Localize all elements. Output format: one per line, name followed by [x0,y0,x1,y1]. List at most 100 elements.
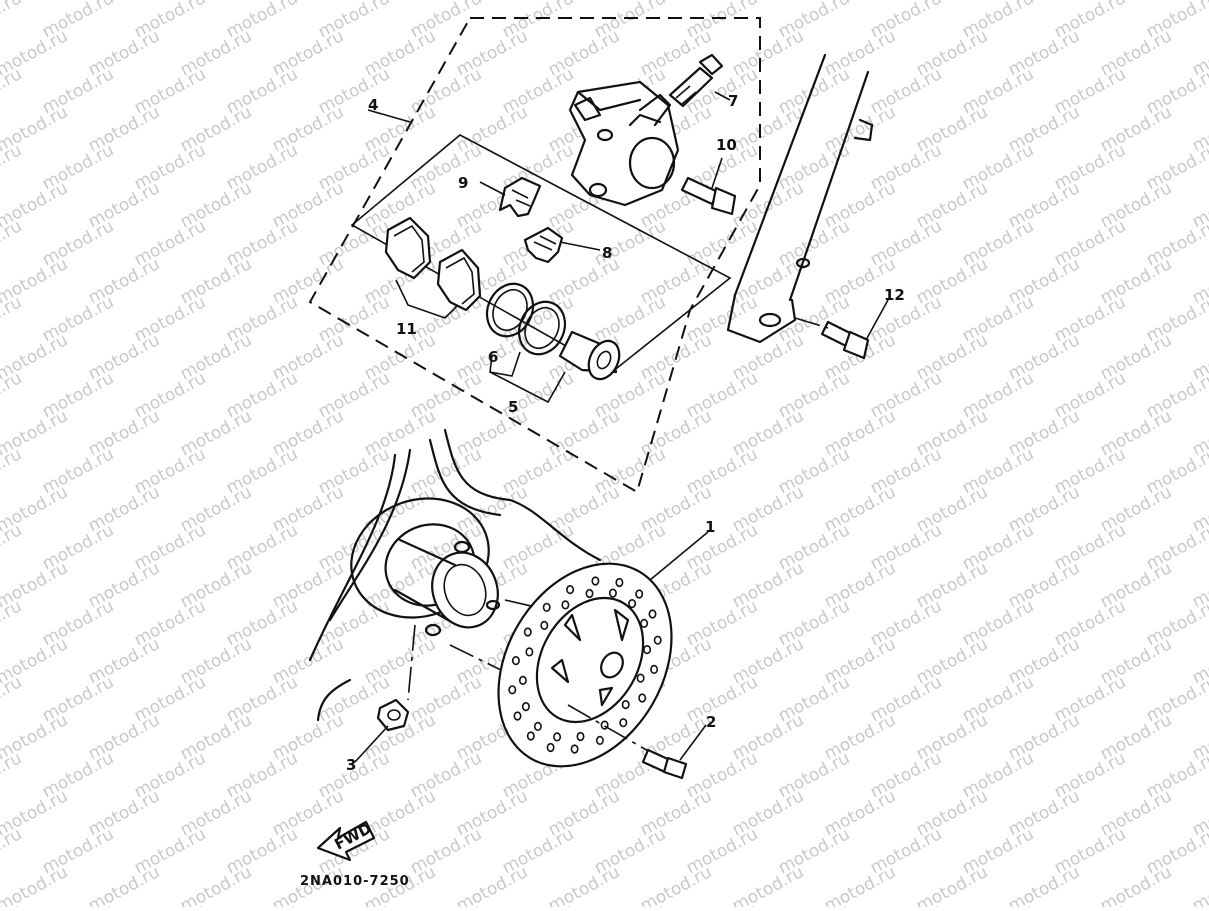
caliper-piston [558,330,621,381]
watermark-text: motod.ru [499,900,577,907]
watermark-text: motod.ru [591,900,669,907]
watermark-text: motod.ru [1189,862,1209,907]
disc-hole [511,655,520,666]
watermark-text: motod.ru [0,368,25,422]
watermark-text: motod.ru [407,900,485,907]
disc-hole [533,721,542,732]
disc-holes [508,576,662,754]
disc-hole [542,602,551,612]
disc-hole [621,699,630,710]
disc-hole [643,644,652,655]
watermark-text: motod.ru [683,900,761,907]
wheel-hub [308,428,602,722]
disc-hole [648,609,657,619]
watermark-text: motod.ru [0,862,71,907]
callout-9: 9 [458,174,468,192]
watermark-text: motod.ru [0,520,25,574]
watermark-text: motod.ru [0,596,25,650]
bleeder-screw [668,53,724,108]
disc-hole [591,576,600,586]
disc-hole [566,584,575,595]
watermark-text: motod.ru [131,900,209,907]
caliper-bolt [680,176,737,216]
watermark-text: motod.ru [177,862,255,907]
watermark-text: motod.ru [545,862,623,907]
watermark-text: motod.ru [0,216,25,270]
leader-lines [354,91,889,763]
callout-5: 5 [508,398,518,416]
watermark-text: motod.ru [315,900,393,907]
hub-nut [376,698,410,732]
disc-hole [615,577,624,588]
watermark-text: motod.ru [0,292,25,346]
watermark-text: motod.ru [1051,900,1129,907]
disc-hole [628,598,637,609]
watermark-text: motod.ru [1097,862,1175,907]
disc-hole [608,588,617,598]
watermark-text: motod.ru [867,900,945,907]
disc-hole [653,635,662,645]
disc-hole [508,685,517,695]
disc-hole [636,673,645,683]
disc-hole [526,731,535,741]
watermark-text: motod.ru [637,862,715,907]
disc-hole [518,675,527,686]
brake-caliper-body [568,80,680,207]
disc-hole [513,711,522,721]
watermark-text: motod.ru [821,862,899,907]
watermark-text: motod.ru [0,0,25,42]
disc-hole [525,647,534,657]
disc-hole [521,701,530,712]
watermark-text: motod.ru [453,862,531,907]
disc-hole [570,744,579,754]
watermark-text: motod.ru [1189,0,1209,4]
disc-hole [635,589,644,599]
callout-1: 1 [705,518,715,536]
callout-7: 7 [728,92,738,110]
callout-11: 11 [396,320,417,338]
watermark-text: motod.ru [0,672,25,726]
disc-hole [540,620,549,631]
watermark-text: motod.ru [0,748,25,802]
callout-2: 2 [706,713,716,731]
front-fork-leg [726,53,874,344]
disc-hole [523,627,532,637]
disc-hole [600,720,609,730]
disc-hole [576,731,585,742]
watermark-text: motod.ru [775,900,853,907]
disc-hole [640,618,649,629]
disc-bolt [567,704,688,780]
watermark-text: motod.ru [223,900,301,907]
watermark-text: motod.ru [0,824,25,878]
disc-hole [553,732,562,742]
callout-12: 12 [884,286,905,304]
watermark-text: motod.ru [39,900,117,907]
callout-10: 10 [716,136,737,154]
disc-hole [595,735,604,746]
watermark-text: motod.ru [913,862,991,907]
watermark-text: motod.ru [0,140,25,194]
disc-hole [638,693,647,703]
watermark-text: motod.ru [0,444,25,498]
disc-hole [619,718,628,728]
disc-hole [546,742,555,753]
callout-6: 6 [488,348,498,366]
pad-spring [498,176,542,218]
disc-hole [650,664,659,675]
callout-3: 3 [346,756,356,774]
watermark-text: motod.ru [0,64,25,118]
diagram-code: 2NA010-7250 [300,874,410,889]
pad-support [523,226,564,264]
disc-hole [585,588,594,599]
callout-4: 4 [368,96,378,114]
watermark-text: motod.ru [85,862,163,907]
disc-hole [561,600,570,610]
brake-pads [384,216,482,312]
watermark-text: motod.ru [729,862,807,907]
fork-bolt [794,317,870,360]
callout-numbers: 1 2 3 4 5 6 7 8 9 10 11 12 [346,92,905,774]
piston-seals [485,282,567,356]
callout-8: 8 [602,244,612,262]
brake-disc [497,562,673,768]
